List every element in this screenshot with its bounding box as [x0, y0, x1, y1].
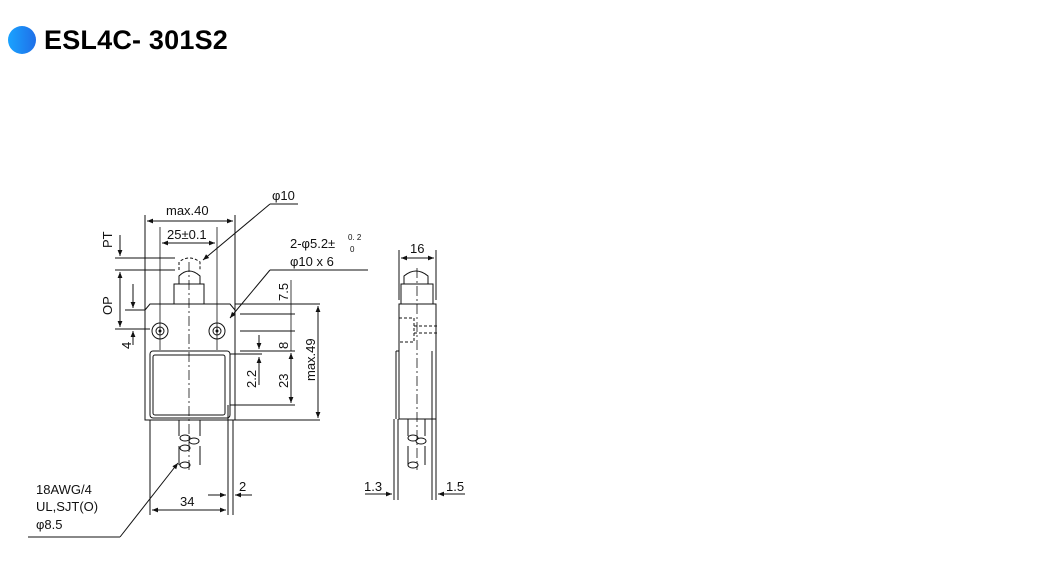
label-op: OP: [100, 296, 115, 315]
page-title: ESL4C- 301S2: [44, 24, 228, 55]
label-dim-2: 2: [239, 479, 246, 494]
label-dim-23: 23: [276, 374, 291, 388]
label-cable-line1: 18AWG/4: [36, 482, 92, 497]
label-right-offset: 1.5: [446, 479, 464, 494]
label-dim-8: 8: [276, 342, 291, 349]
label-max-height: max.49: [303, 338, 318, 381]
side-view: [365, 250, 465, 500]
label-tol-lower: 0: [350, 245, 355, 254]
label-tol-upper: 0. 2: [348, 233, 362, 242]
dimension-labels: max.40 25±0.1 φ10 2-φ5.2± 0. 2 0 φ10 x 6…: [36, 188, 464, 532]
label-side-width: 16: [410, 241, 424, 256]
label-counterbore: φ10 x 6: [290, 254, 334, 269]
label-pt: PT: [100, 231, 115, 248]
label-dim-34: 34: [180, 494, 194, 509]
label-mount-pitch: 25±0.1: [167, 227, 207, 242]
label-cable-line3: φ8.5: [36, 517, 63, 532]
label-max-width: max.40: [166, 203, 209, 218]
label-cable-line2: UL,SJT(O): [36, 499, 98, 514]
label-dim-7-5: 7.5: [276, 283, 291, 301]
bullet-icon: [8, 26, 36, 54]
label-mount-holes: 2-φ5.2±: [290, 236, 335, 251]
title-row: ESL4C- 301S2: [8, 24, 228, 56]
label-plunger-dia: φ10: [272, 188, 295, 203]
label-left-offset: 1.3: [364, 479, 382, 494]
label-dim-4: 4: [119, 342, 134, 349]
front-view: [28, 203, 368, 538]
label-dim-2-2: 2.2: [244, 370, 259, 388]
